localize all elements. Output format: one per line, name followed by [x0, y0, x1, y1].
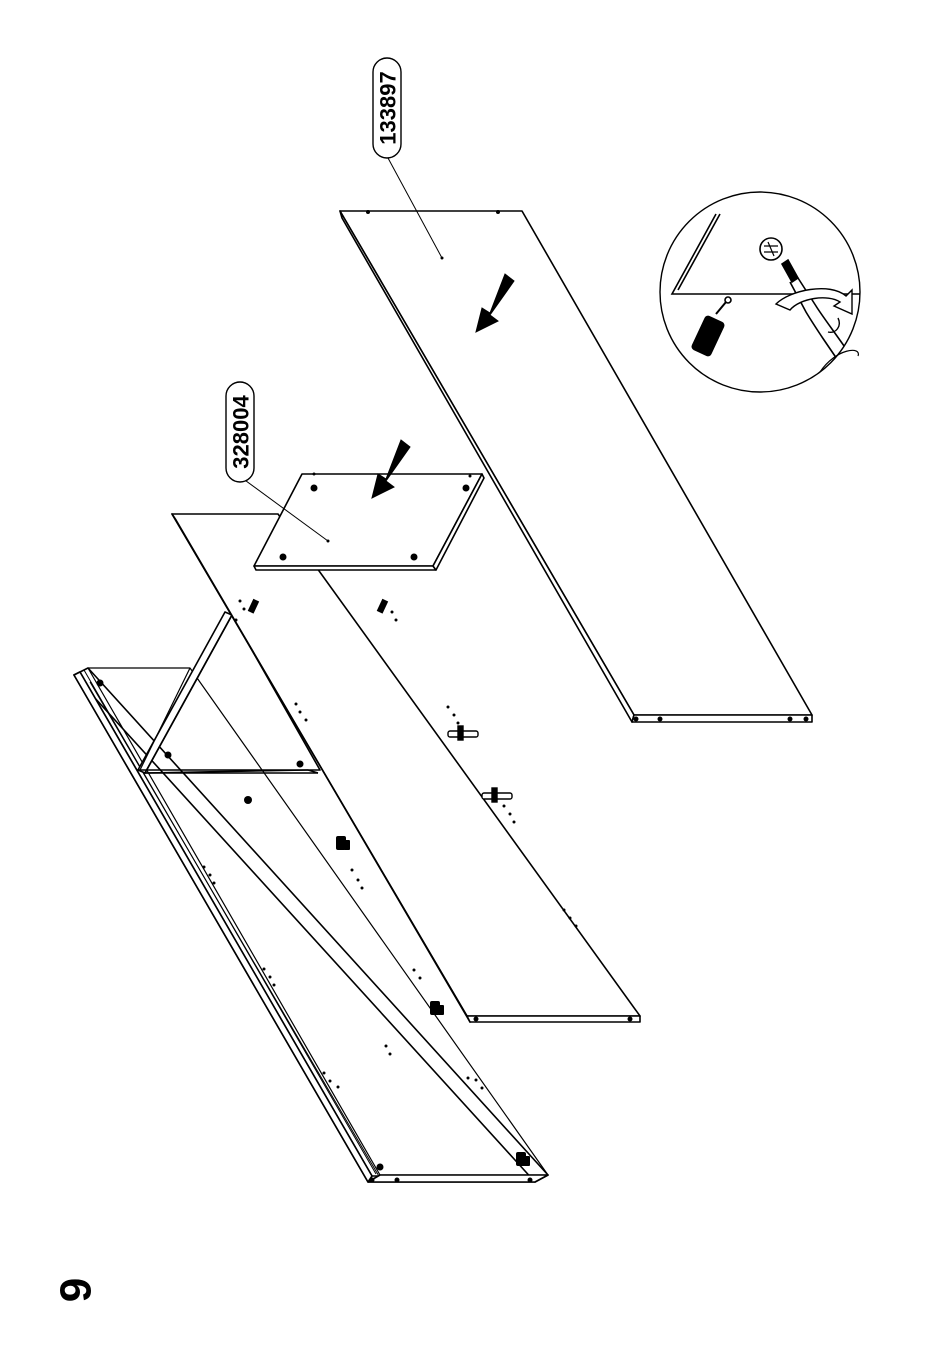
part-label-133897: 133897 — [373, 58, 401, 158]
small-panel-328004 — [254, 474, 484, 570]
detail-inset — [660, 192, 862, 392]
part-label-text: 133897 — [376, 71, 401, 144]
step-number: 9 — [52, 1278, 101, 1302]
cam-lock-icon — [760, 238, 782, 260]
part-label-328004: 328004 — [226, 382, 254, 482]
part-label-text: 328004 — [229, 395, 254, 469]
step-number-text: 9 — [52, 1278, 101, 1302]
